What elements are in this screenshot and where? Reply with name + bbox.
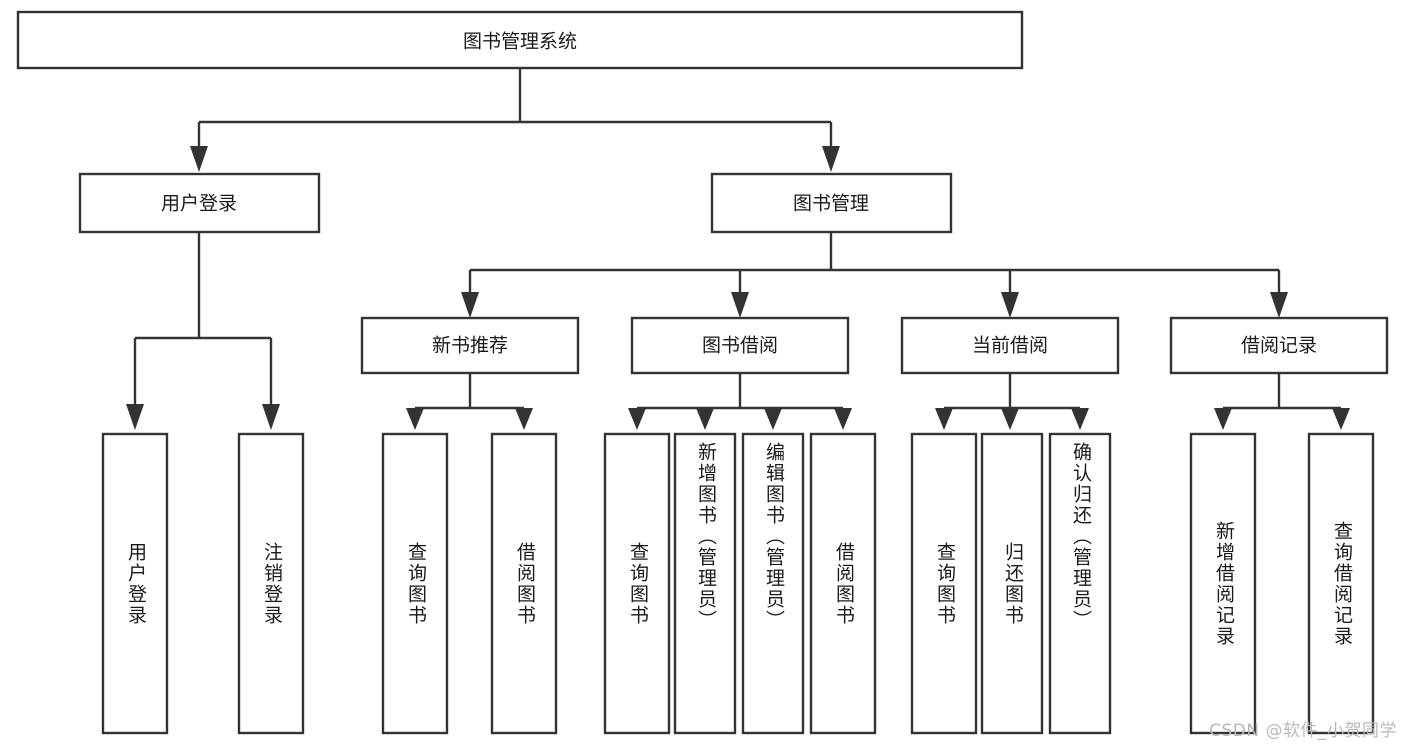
node-box-leaf-query-book-1[interactable] (381, 432, 449, 735)
node-box-leaf-return-book[interactable] (980, 432, 1044, 735)
connector-current-to-leaves (935, 373, 1089, 430)
connector-newbook-to-leaves (406, 373, 533, 430)
node-box-leaf-user-login[interactable] (101, 432, 169, 735)
node-label-book-borrow: 图书借阅 (702, 335, 778, 357)
node-box-leaf-borrow-book-2[interactable] (809, 432, 877, 735)
node-box-user-login[interactable] (78, 172, 321, 234)
node-box-root[interactable] (16, 10, 1024, 70)
node-label-book-management: 图书管理 (793, 193, 869, 215)
connector-borrow-to-leaves (628, 373, 852, 430)
node-box-borrow-record[interactable] (1169, 316, 1389, 375)
connector-record-to-leaves (1214, 373, 1350, 430)
node-box-current-borrow[interactable] (900, 316, 1120, 375)
node-label-root: 图书管理系统 (463, 31, 577, 53)
node-box-new-book-recommend[interactable] (360, 316, 580, 375)
node-label-user-login: 用户登录 (161, 193, 237, 215)
connector-bookmgmt-to-level2 (461, 232, 1288, 318)
node-box-leaf-add-record[interactable] (1189, 432, 1257, 735)
node-label-new-book-recommend: 新书推荐 (432, 335, 508, 357)
connector-userlogin-to-leaves (126, 232, 280, 430)
node-label-borrow-record: 借阅记录 (1241, 335, 1317, 357)
node-box-leaf-query-book-2[interactable] (603, 432, 671, 735)
node-box-book-management[interactable] (710, 172, 953, 234)
node-box-leaf-borrow-book-1[interactable] (490, 432, 558, 735)
node-box-leaf-add-book[interactable] (673, 432, 737, 735)
node-box-leaf-query-record[interactable] (1307, 432, 1375, 735)
connector-root-to-level1 (190, 68, 840, 172)
node-box-book-borrow[interactable] (630, 316, 850, 375)
node-box-leaf-logout[interactable] (237, 432, 305, 735)
node-box-leaf-query-book-3[interactable] (910, 432, 978, 735)
node-label-current-borrow: 当前借阅 (972, 335, 1048, 357)
node-box-leaf-confirm-return[interactable] (1048, 432, 1112, 735)
node-box-leaf-edit-book[interactable] (741, 432, 805, 735)
